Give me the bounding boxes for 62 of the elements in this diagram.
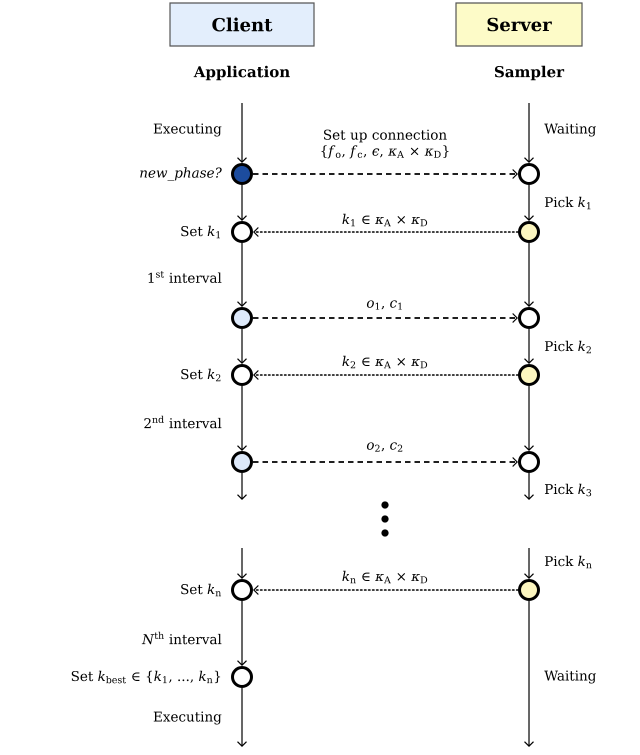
header-box: Server <box>455 2 583 47</box>
arrow <box>524 243 534 307</box>
arrow <box>253 313 518 323</box>
arrow <box>524 386 534 451</box>
arrow <box>524 473 534 500</box>
arrow <box>253 457 518 467</box>
state-circle <box>231 579 253 601</box>
arrow <box>237 688 247 747</box>
node-label: Set k$_{1}$ <box>181 226 220 238</box>
edge-label: Pick k$_{1}$ <box>544 196 590 210</box>
arrow <box>253 585 519 595</box>
edge-label: Pick k$_{3}$ <box>544 484 592 496</box>
edge-label: Executing <box>154 124 222 136</box>
edge-label: Pick k$_{2}$ <box>544 340 591 354</box>
lane-title: Sampler <box>494 66 564 80</box>
arrow <box>524 329 534 364</box>
arrow <box>253 370 519 380</box>
arrow <box>524 601 534 747</box>
edge-label: Pick k$_{n}$ <box>544 556 592 568</box>
state-circle <box>231 364 253 386</box>
arrow <box>253 227 519 237</box>
edge-label: k$_{n}$ ∈ κ$_{A}$ × κ$_{D}$ <box>342 570 428 584</box>
state-circle <box>231 221 253 243</box>
edge-label: k$_{1}$ ∈ κ$_{A}$ × κ$_{D}$ <box>342 214 428 226</box>
state-circle <box>518 364 540 386</box>
arrow <box>237 103 247 163</box>
arrow <box>237 601 247 666</box>
edge-label: Waiting <box>544 124 596 136</box>
edge-label: 1$^{st}$ interval <box>148 271 222 283</box>
edge-label: k$_{2}$ ∈ κ$_{A}$ × κ$_{D}$ <box>342 356 428 368</box>
arrow <box>237 329 247 364</box>
node-label: Set k$_{n}$ <box>181 584 222 596</box>
edge-label: N$^{th}$ interval <box>142 632 222 644</box>
state-circle <box>518 579 540 601</box>
state-circle <box>518 451 540 473</box>
edge-label: o$_{2}$, c$_{2}$ <box>366 442 402 452</box>
edge-label: Executing <box>154 712 222 724</box>
node-label: Set k$_{2}$ <box>181 368 220 382</box>
state-circle <box>518 221 540 243</box>
state-circle <box>231 307 253 329</box>
arrow <box>524 548 534 579</box>
node-label: new_phase? <box>140 167 222 181</box>
state-circle <box>231 451 253 473</box>
arrow <box>237 386 247 451</box>
edge-label: o$_{1}$, c$_{1}$ <box>366 300 402 310</box>
arrow <box>253 169 518 179</box>
state-circle <box>518 307 540 329</box>
state-circle <box>231 666 253 688</box>
arrow <box>237 473 247 500</box>
state-circle <box>231 163 253 185</box>
edge-label: Waiting <box>544 670 596 684</box>
lane-title: Application <box>194 66 290 80</box>
edge-label: Set up connection {f$_{o}$, f$_{c}$, ϵ, κ$_{A}$ × κ$_{D}$} <box>321 130 449 158</box>
edge-label: 2$^{nd}$ interval <box>144 416 222 428</box>
arrow <box>237 243 247 307</box>
arrow <box>524 185 534 221</box>
header-box: Client <box>169 2 315 47</box>
arrow <box>237 548 247 579</box>
arrow <box>237 185 247 221</box>
arrow <box>524 103 534 163</box>
node-label: Set k$_{best}$ ∈ {k$_{1}$, ..., k$_{n}$} <box>72 670 220 684</box>
state-circle <box>518 163 540 185</box>
